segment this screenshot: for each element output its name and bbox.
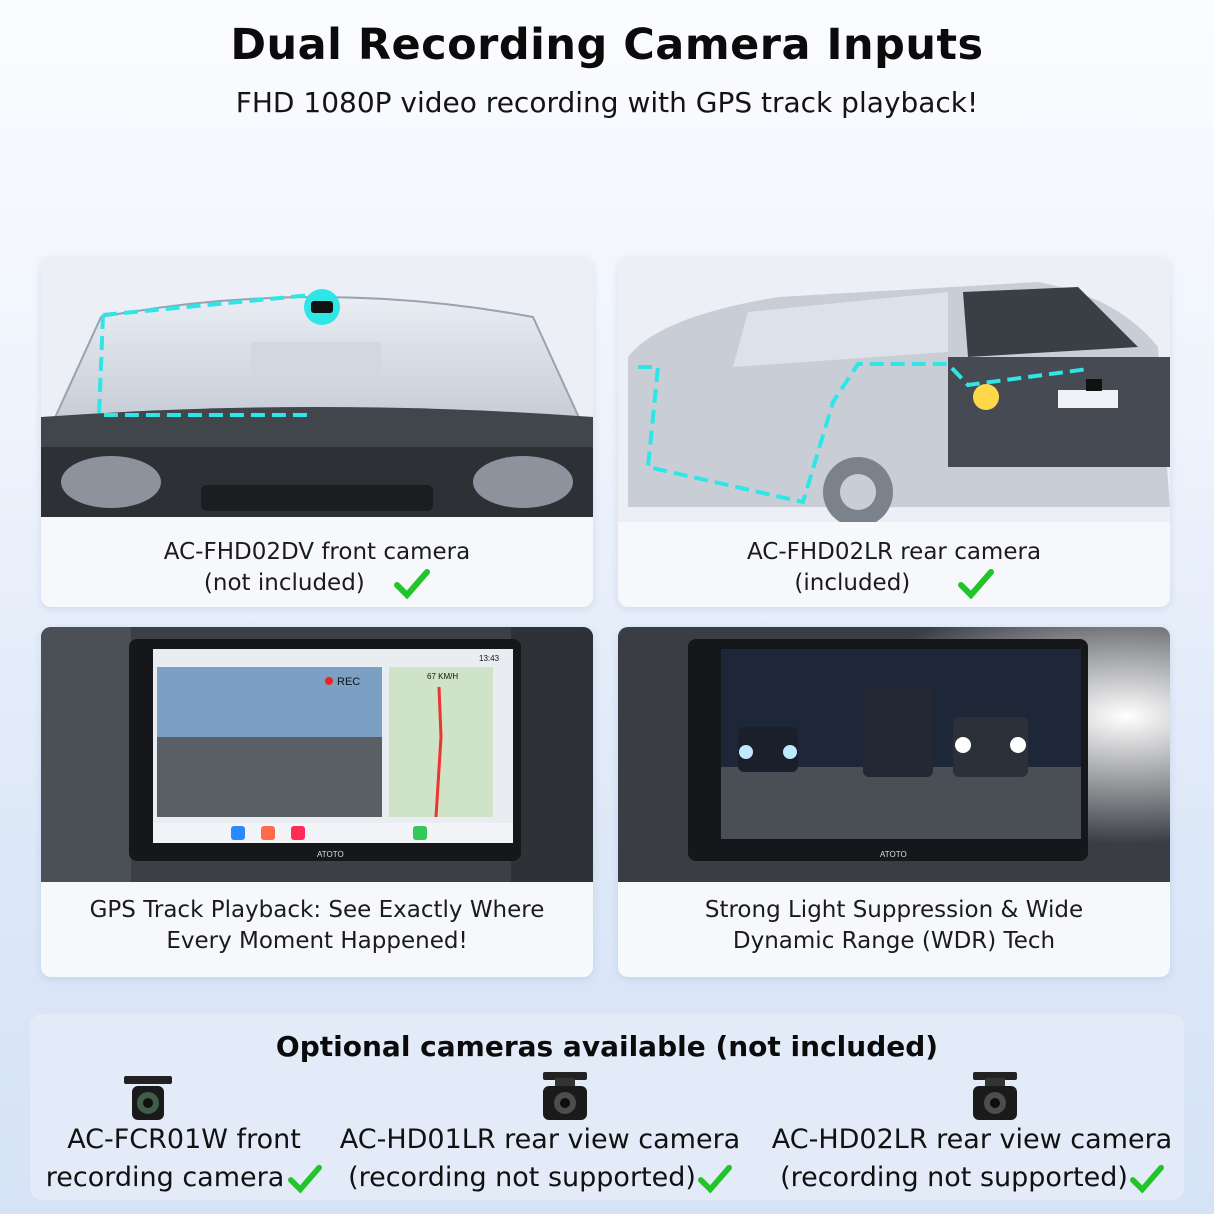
page-title: Dual Recording Camera Inputs — [230, 20, 984, 70]
check-icon — [394, 568, 431, 599]
caption-line2: Dynamic Range (WDR) Tech — [732, 928, 1056, 954]
camera-label-line2: recording camera — [45, 1162, 285, 1193]
caption-line2: Every Moment Happened! — [166, 928, 468, 954]
front-camera-icon — [124, 1076, 172, 1120]
speed-readout: 67 KM/H — [427, 672, 458, 681]
camera-label-line1: AC-HD02LR rear view camera — [771, 1124, 1173, 1155]
gps-playback-card: REC 67 KM/H 13:43 ATOTO GPS Track Playba… — [41, 627, 593, 977]
camera-label-line2: (recording not supported) — [348, 1162, 696, 1193]
camera-label-line1: AC-FCR01W front — [67, 1124, 301, 1155]
wdr-card: ATOTO Strong Light Suppression & Wide Dy… — [618, 627, 1170, 977]
optional-camera-hd01lr: AC-HD01LR rear view camera (recording no… — [320, 1121, 760, 1197]
suv-illustration — [618, 257, 1170, 522]
rear-camera-card: AC-FHD02LR rear camera (included) — [618, 257, 1170, 607]
clock: 13:43 — [479, 654, 500, 663]
wdr-caption: Strong Light Suppression & Wide Dynamic … — [618, 895, 1170, 957]
brand-label: ATOTO — [880, 850, 907, 859]
caption-line1: AC-FHD02LR rear camera — [746, 539, 1042, 565]
gps-playback-caption: GPS Track Playback: See Exactly Where Ev… — [41, 895, 593, 957]
head-unit-night-illustration: ATOTO — [618, 627, 1170, 882]
page-subtitle: FHD 1080P video recording with GPS track… — [235, 86, 979, 119]
caption-line1: AC-FHD02DV front camera — [163, 539, 471, 565]
caption-line1: Strong Light Suppression & Wide — [704, 897, 1084, 923]
brand-label: ATOTO — [317, 850, 344, 859]
rec-label: REC — [337, 676, 360, 688]
windshield-illustration — [41, 257, 593, 517]
check-icon — [288, 1164, 323, 1194]
check-icon — [957, 568, 994, 599]
front-camera-caption: AC-FHD02DV front camera (not included) — [41, 537, 593, 599]
optional-camera-fcr01w: AC-FCR01W front recording camera — [34, 1121, 334, 1197]
head-unit-gps-illustration: REC 67 KM/H 13:43 ATOTO — [41, 627, 593, 882]
optional-title: Optional cameras available (not included… — [275, 1030, 939, 1063]
camera-label-line2: (recording not supported) — [780, 1162, 1128, 1193]
check-icon — [1129, 1164, 1164, 1194]
caption-line2: (not included) — [203, 570, 365, 596]
rear-camera-icon — [543, 1072, 587, 1120]
check-icon — [697, 1164, 732, 1194]
rear-camera-caption: AC-FHD02LR rear camera (included) — [618, 537, 1170, 599]
caption-line2: (included) — [794, 570, 911, 596]
caption-line1: GPS Track Playback: See Exactly Where — [89, 897, 545, 923]
rear-camera-icon — [973, 1072, 1017, 1120]
camera-label-line1: AC-HD01LR rear view camera — [339, 1124, 741, 1155]
optional-camera-hd02lr: AC-HD02LR rear view camera (recording no… — [752, 1121, 1192, 1197]
front-camera-card: AC-FHD02DV front camera (not included) — [41, 257, 593, 607]
